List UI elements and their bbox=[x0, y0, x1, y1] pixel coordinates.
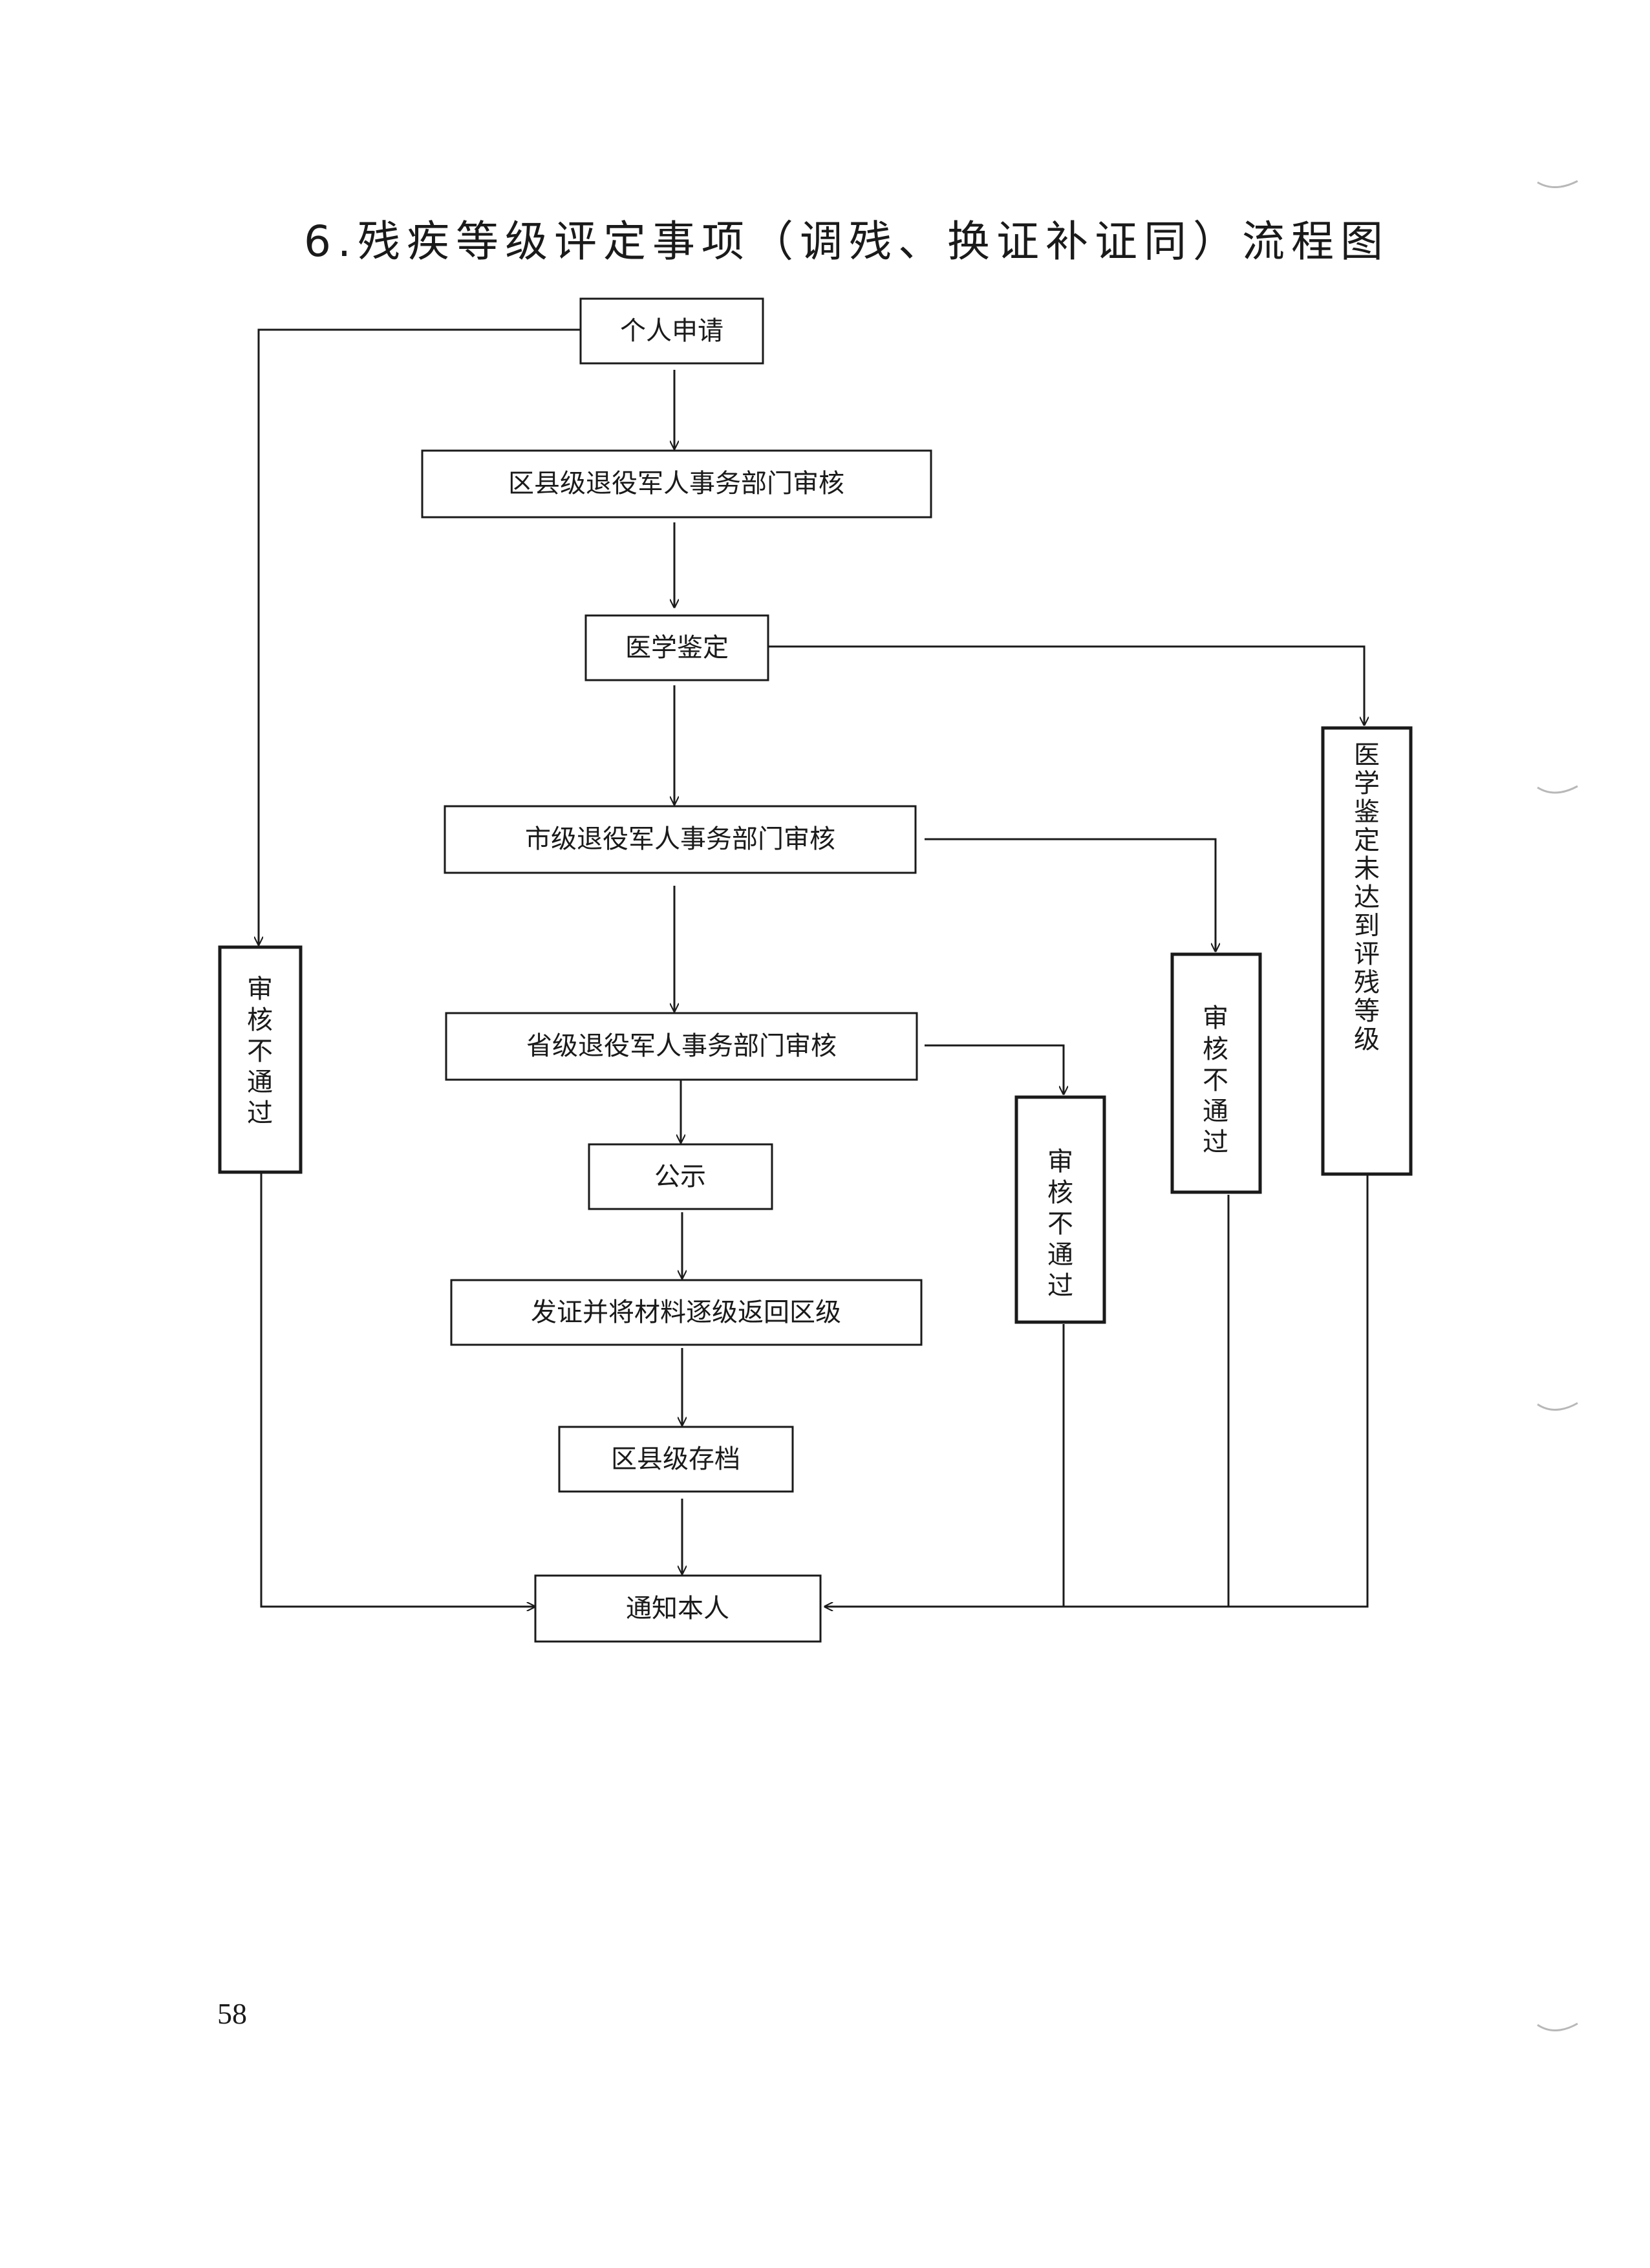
binding-hole-mark bbox=[1537, 785, 1578, 794]
node-medical: 医学鉴定 bbox=[584, 614, 769, 681]
node-province-review: 省级退役军人事务部门审核 bbox=[445, 1012, 918, 1081]
page-number: 58 bbox=[217, 1997, 247, 2030]
node-apply-label: 个人申请 bbox=[620, 316, 723, 346]
edge-apply-to-reject-district bbox=[259, 328, 581, 945]
node-medical-fail-label: 医学鉴定未达到评残等级 bbox=[1354, 740, 1380, 1054]
node-archive: 区县级存档 bbox=[558, 1426, 794, 1493]
edge-medical-fail-to-notify bbox=[824, 1175, 1369, 1607]
node-reject-district: 审核不通过 bbox=[218, 945, 303, 1174]
node-city-review: 市级退役军人事务部门审核 bbox=[444, 805, 917, 874]
node-reject-province: 审核不通过 bbox=[1014, 1095, 1106, 1324]
edge-reject-district-to-notify bbox=[260, 1173, 535, 1607]
node-reject-district-label: 审核不通过 bbox=[247, 974, 273, 1128]
edge-medical-to-medical-fail bbox=[768, 645, 1364, 725]
node-district-review-label: 区县级退役军人事务部门审核 bbox=[508, 469, 844, 498]
node-notify: 通知本人 bbox=[534, 1574, 822, 1643]
node-medical-fail: 医学鉴定未达到评残等级 bbox=[1321, 726, 1413, 1176]
node-district-review: 区县级退役军人事务部门审核 bbox=[421, 449, 932, 519]
node-notify-label: 通知本人 bbox=[626, 1594, 729, 1623]
node-apply: 个人申请 bbox=[579, 297, 764, 365]
edge-city-to-reject-city bbox=[925, 838, 1216, 952]
node-issue-cert-label: 发证并将材料逐级返回区级 bbox=[531, 1298, 841, 1327]
node-province-review-label: 省级退役军人事务部门审核 bbox=[526, 1031, 837, 1061]
node-reject-city: 审核不通过 bbox=[1170, 952, 1262, 1194]
node-reject-city-label: 审核不通过 bbox=[1203, 1003, 1228, 1157]
page-title: 6.残疾等级评定事项（调残、换证补证同）流程图 bbox=[304, 217, 1389, 266]
node-medical-label: 医学鉴定 bbox=[625, 633, 729, 663]
node-issue-cert: 发证并将材料逐级返回区级 bbox=[450, 1279, 923, 1346]
node-reject-province-label: 审核不通过 bbox=[1047, 1147, 1073, 1301]
node-city-review-label: 市级退役军人事务部门审核 bbox=[525, 824, 835, 854]
node-publicity-label: 公示 bbox=[654, 1162, 706, 1192]
edge-province-to-reject-province bbox=[925, 1044, 1064, 1095]
binding-hole-mark bbox=[1537, 180, 1578, 189]
binding-hole-mark bbox=[1537, 2022, 1578, 2031]
node-publicity: 公示 bbox=[588, 1143, 773, 1210]
node-archive-label: 区县级存档 bbox=[611, 1444, 740, 1474]
binding-hole-mark bbox=[1537, 1402, 1578, 1411]
